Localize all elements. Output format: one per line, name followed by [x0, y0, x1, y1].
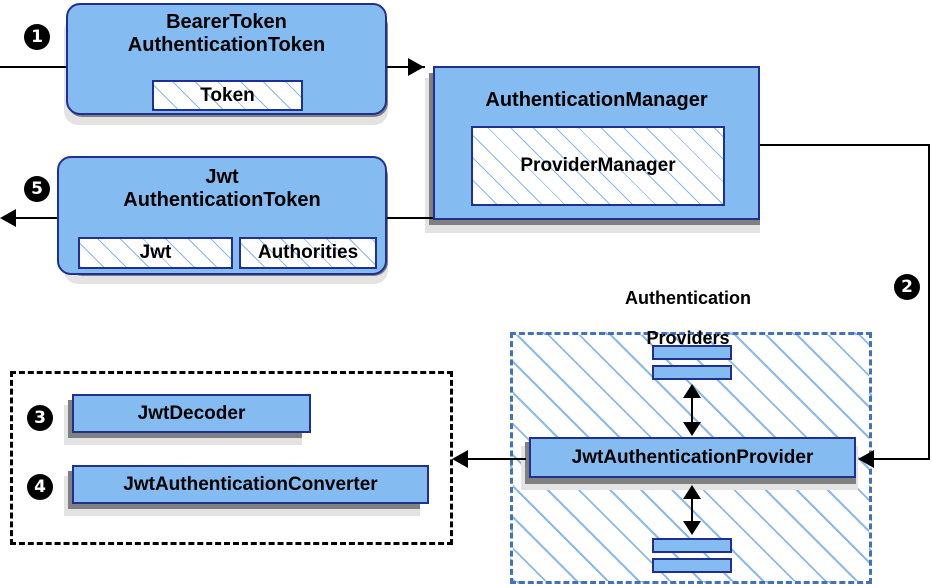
- connector-rail-to-provider: [873, 458, 930, 460]
- subbox-authorities: Authorities: [239, 237, 377, 269]
- arrowhead-provider-bottom-down: [683, 521, 701, 535]
- node-bearer-token-title-line2: AuthenticationToken: [127, 34, 326, 56]
- step-badge-2: 2: [894, 274, 920, 300]
- connector-manager-to-result: [385, 217, 433, 219]
- arrowhead-result-out: [0, 209, 16, 227]
- subbox-jwt-label: Jwt: [139, 242, 172, 263]
- node-bearer-token-authentication-token[interactable]: BearerToken AuthenticationToken Token: [66, 3, 387, 115]
- node-jwt-authentication-provider[interactable]: JwtAuthenticationProvider: [529, 437, 856, 478]
- arrowhead-rail-to-provider: [858, 450, 874, 468]
- node-jwt-authentication-token[interactable]: Jwt AuthenticationToken Jwt Authorities: [57, 156, 387, 275]
- connector-right-rail: [928, 144, 930, 460]
- step-badge-4: 4: [27, 474, 53, 500]
- node-jwt-authentication-converter[interactable]: JwtAuthenticationConverter: [72, 465, 429, 504]
- connector-request-in: [0, 66, 80, 68]
- node-jwt-decoder[interactable]: JwtDecoder: [72, 394, 311, 433]
- subbox-provider-manager-label: ProviderManager: [520, 155, 676, 176]
- node-jwt-decoder-label: JwtDecoder: [137, 402, 246, 424]
- node-bearer-token-title: BearerToken AuthenticationToken: [68, 11, 385, 57]
- connector-provider-to-jwt-support: [466, 458, 526, 460]
- arrowhead-provider-bottom-up: [683, 485, 701, 499]
- step-badge-3: 3: [27, 405, 53, 431]
- provider-placeholder-bar-top-1: [652, 345, 732, 360]
- connector-bearer-to-manager: [385, 66, 425, 68]
- node-authentication-manager[interactable]: AuthenticationManager ProviderManager: [433, 66, 760, 220]
- node-bearer-token-title-line1: BearerToken: [166, 11, 287, 33]
- node-jwt-authentication-token-title-line2: AuthenticationToken: [123, 189, 321, 211]
- arrowhead-provider-top-up: [683, 384, 701, 398]
- connector-manager-to-rail: [758, 144, 930, 146]
- connector-provider-vertical-bottom: [691, 489, 693, 531]
- group-jwt-support-components: [10, 371, 453, 545]
- group-label-line1: Authentication: [625, 288, 751, 309]
- arrowhead-provider-top-down: [683, 422, 701, 436]
- subbox-token-label: Token: [200, 84, 255, 106]
- provider-placeholder-bar-bottom-2: [652, 558, 732, 573]
- node-jwt-authentication-token-title: Jwt AuthenticationToken: [59, 166, 385, 212]
- node-jwt-authentication-converter-label: JwtAuthenticationConverter: [123, 473, 378, 495]
- connector-provider-vertical-top: [691, 388, 693, 430]
- node-authentication-manager-label: AuthenticationManager: [485, 89, 708, 111]
- subbox-token: Token: [152, 80, 303, 111]
- node-jwt-authentication-provider-label: JwtAuthenticationProvider: [571, 446, 814, 468]
- group-label-line2: Providers: [646, 328, 730, 349]
- subbox-authorities-label: Authorities: [257, 242, 359, 263]
- connector-result-out: [8, 217, 80, 219]
- node-jwt-authentication-token-title-line1: Jwt: [205, 166, 239, 188]
- provider-placeholder-bar-bottom-1: [652, 538, 732, 553]
- arrowhead-bearer-to-manager: [408, 58, 424, 76]
- step-badge-5: 5: [24, 176, 50, 202]
- group-authentication-providers-label: Authentication Providers: [598, 268, 778, 369]
- provider-placeholder-bar-top-2: [652, 365, 732, 380]
- subbox-provider-manager: ProviderManager: [471, 126, 725, 206]
- subbox-jwt: Jwt: [78, 237, 233, 269]
- arrowhead-provider-to-jwt-support: [452, 450, 468, 468]
- step-badge-1: 1: [24, 24, 50, 50]
